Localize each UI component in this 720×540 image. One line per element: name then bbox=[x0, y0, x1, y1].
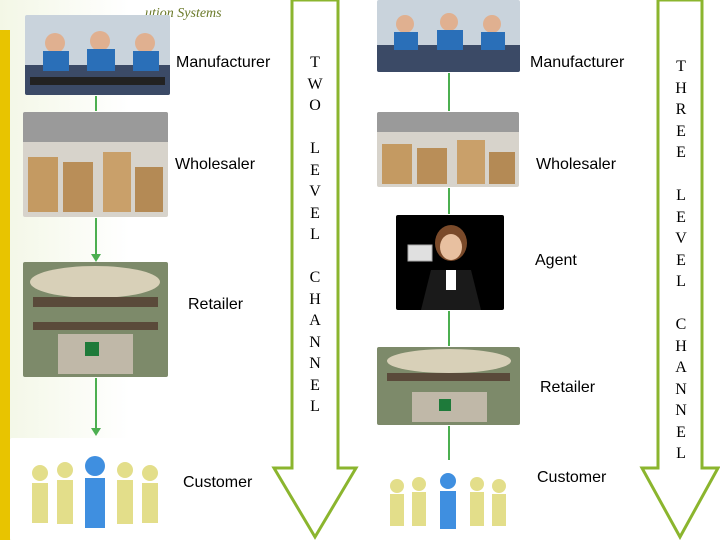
channel-letter: N bbox=[675, 402, 687, 419]
channel-arrow-left bbox=[271, 0, 359, 540]
connector-line bbox=[95, 378, 97, 430]
right-retailer-label: Retailer bbox=[540, 379, 596, 396]
channel-letter: V bbox=[675, 230, 687, 247]
channel-letter: T bbox=[676, 58, 686, 75]
channel-letter: L bbox=[676, 445, 686, 462]
channel-letter: C bbox=[309, 269, 321, 286]
channel-letter: N bbox=[675, 380, 687, 398]
channel-letter: E bbox=[310, 161, 320, 179]
channel-letter: A bbox=[309, 312, 321, 329]
factory-workers-photo-right bbox=[377, 0, 520, 72]
mall-photo bbox=[23, 262, 168, 377]
channel-letter: E bbox=[310, 376, 320, 394]
channel-letter bbox=[305, 117, 325, 139]
left-wholesaler-label: Wholesaler bbox=[175, 156, 256, 173]
channel-letter: N bbox=[309, 333, 321, 351]
channel-letter: L bbox=[310, 140, 320, 157]
channel-letter: H bbox=[309, 290, 321, 308]
customers-photo-right bbox=[367, 461, 529, 540]
channel-letter: L bbox=[676, 273, 686, 290]
channel-letter: H bbox=[675, 337, 687, 355]
warehouse-photo bbox=[23, 112, 168, 217]
channel-letter: E bbox=[676, 122, 686, 140]
connector-line bbox=[448, 188, 450, 214]
connector-line bbox=[448, 311, 450, 346]
channel-letter bbox=[671, 293, 691, 315]
left-manufacturer-label: Manufacturer bbox=[176, 54, 271, 71]
left-customer-label: Customer bbox=[183, 474, 253, 491]
channel-letter bbox=[671, 164, 691, 186]
connector-line bbox=[95, 96, 97, 111]
channel-letter: L bbox=[310, 398, 320, 415]
channel-letter: R bbox=[675, 101, 687, 118]
mall-photo-right bbox=[377, 347, 520, 425]
channel-letter: L bbox=[310, 226, 320, 243]
channel-letter: A bbox=[675, 359, 687, 376]
channel-letter: T bbox=[310, 54, 320, 71]
warehouse-photo-right bbox=[377, 112, 519, 187]
channel-letter: E bbox=[676, 144, 686, 161]
right-wholesaler-label: Wholesaler bbox=[536, 156, 617, 173]
connector-line bbox=[448, 73, 450, 111]
channel-letter: N bbox=[309, 355, 321, 372]
channel-letter: L bbox=[676, 187, 686, 204]
channel-letter: V bbox=[309, 183, 321, 200]
arrow-head bbox=[91, 254, 101, 262]
channel-letter: E bbox=[676, 208, 686, 226]
factory-workers-photo bbox=[25, 15, 170, 95]
channel-letter: O bbox=[309, 97, 321, 114]
right-manufacturer-label: Manufacturer bbox=[530, 54, 625, 71]
channel-letter: H bbox=[675, 79, 687, 97]
channel-letter: E bbox=[310, 204, 320, 222]
channel-letter bbox=[305, 246, 325, 268]
channel-letter: W bbox=[307, 75, 323, 93]
arrow-head bbox=[91, 428, 101, 436]
left-retailer-label: Retailer bbox=[188, 296, 244, 313]
connector-line bbox=[448, 426, 450, 460]
right-agent-label: Agent bbox=[535, 252, 577, 269]
channel-letter: C bbox=[675, 316, 687, 333]
channel-letter: E bbox=[676, 251, 686, 269]
connector-line bbox=[95, 218, 97, 260]
right-customer-label: Customer bbox=[537, 469, 607, 486]
channel-arrow-right bbox=[639, 0, 720, 540]
channel-letter: E bbox=[676, 423, 686, 441]
customers-photo bbox=[10, 438, 180, 540]
accent-stripe bbox=[0, 30, 10, 540]
agent-photo bbox=[396, 215, 504, 310]
